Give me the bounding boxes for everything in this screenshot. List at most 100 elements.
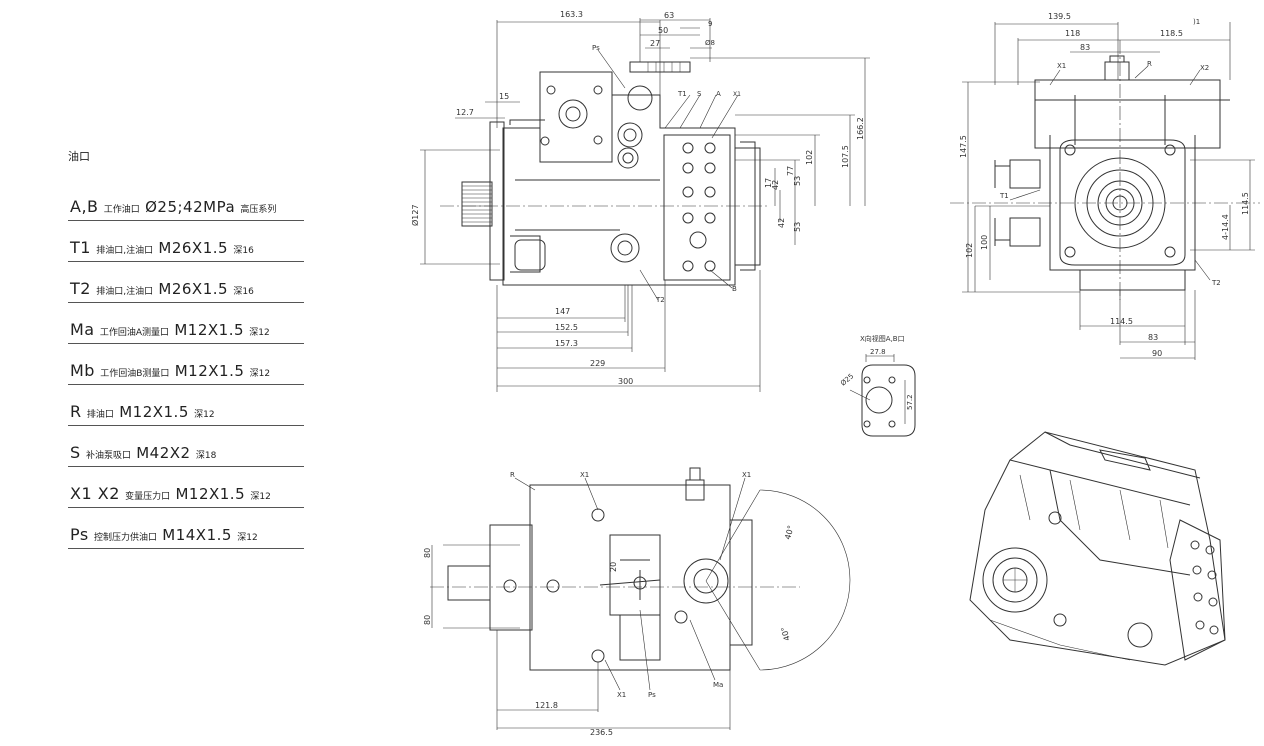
svg-text:114.5: 114.5 (1110, 317, 1133, 326)
legend-row: A,B 工作油口 Ø25;42MPa 高压系列 (68, 180, 304, 221)
svg-text:20: 20 (609, 562, 618, 572)
port-desc: 变量压力口 (125, 492, 171, 502)
svg-text:X1: X1 (1057, 62, 1066, 70)
legend-row-text: Ma 工作回油A测量口 M12X1.5 深12 (70, 320, 270, 339)
port-note: 深12 (249, 369, 271, 379)
svg-text:118: 118 (1065, 29, 1080, 38)
port-desc: 工作回油A测量口 (99, 328, 170, 338)
port-code: T1 (70, 238, 91, 257)
port-desc: 排油口 (86, 410, 114, 420)
legend-row: T1 排油口,注油口 M26X1.5 深16 (68, 221, 304, 262)
legend-row-text: T1 排油口,注油口 M26X1.5 深16 (70, 238, 254, 257)
legend-row-text: T2 排油口,注油口 M26X1.5 深16 (70, 279, 254, 298)
port-note: 深12 (194, 410, 215, 420)
svg-text:53: 53 (793, 222, 802, 232)
port-code: A,B (70, 197, 99, 216)
svg-text:83: 83 (1148, 333, 1158, 342)
svg-text:90: 90 (1152, 349, 1162, 358)
port-desc: 排油口,注油口 (96, 246, 154, 256)
svg-text:X1: X1 (742, 471, 751, 479)
svg-text:27.8: 27.8 (870, 348, 886, 356)
port-legend: 油口 A,B 工作油口 Ø25;42MPa 高压系列 T1 排油口,注油口 M26… (68, 148, 304, 549)
front-view: 163.3 63 50 27 9 Ø8 15 12.7 Ps T1 S A X1… (410, 10, 870, 392)
svg-text:27: 27 (650, 39, 660, 48)
legend-row-text: A,B 工作油口 Ø25;42MPa 高压系列 (70, 197, 276, 216)
legend-row-text: S 补油泵吸口 M42X2 深18 (70, 443, 216, 462)
svg-text:80: 80 (423, 548, 432, 558)
svg-text:Ps: Ps (592, 44, 600, 52)
svg-text:T2: T2 (1211, 279, 1221, 287)
port-spec: M12X1.5 (174, 362, 245, 380)
svg-text:40°: 40° (780, 626, 792, 642)
port-spec: M12X1.5 (175, 485, 246, 503)
port-note: 深12 (237, 533, 258, 543)
legend-row-text: Ps 控制压力供油口 M14X1.5 深12 (70, 525, 258, 544)
svg-text:83: 83 (1080, 43, 1090, 52)
legend-row-text: Mb 工作回油B测量口 M12X1.5 深12 (70, 361, 270, 380)
svg-text:107.5: 107.5 (841, 145, 850, 168)
svg-text:147: 147 (555, 307, 570, 316)
port-code: T2 (70, 279, 91, 298)
legend-row: T2 排油口,注油口 M26X1.5 深16 (68, 262, 304, 303)
svg-text:236.5: 236.5 (590, 728, 613, 737)
port-note: 深16 (233, 246, 254, 256)
svg-text:4-14.4: 4-14.4 (1221, 214, 1230, 240)
svg-text:Ps: Ps (648, 691, 656, 699)
svg-text:229: 229 (590, 359, 605, 368)
svg-text:77: 77 (786, 166, 795, 176)
port-spec: M12X1.5 (119, 403, 189, 421)
svg-text:50: 50 (658, 26, 668, 35)
svg-text:Ø8: Ø8 (705, 39, 715, 47)
legend-row: Ma 工作回油A测量口 M12X1.5 深12 (68, 303, 304, 344)
svg-text:)1: )1 (1193, 18, 1200, 26)
bottom-view: R X1 X1 X1 Ps Ma 121.8 236.5 80 80 20 40… (423, 467, 851, 737)
svg-text:X2: X2 (1200, 64, 1209, 72)
svg-text:X1: X1 (580, 471, 589, 479)
isometric-view (969, 431, 1226, 666)
svg-text:X1: X1 (617, 691, 626, 699)
svg-text:152.5: 152.5 (555, 323, 578, 332)
svg-text:40°: 40° (783, 524, 795, 540)
port-code: S (70, 443, 81, 462)
svg-text:53: 53 (793, 176, 802, 186)
port-spec: M14X1.5 (162, 526, 232, 544)
svg-text:102: 102 (965, 243, 974, 258)
svg-text:166.2: 166.2 (856, 117, 865, 140)
port-note: 深18 (195, 451, 217, 461)
port-code: X1 X2 (70, 484, 120, 503)
svg-text:15: 15 (499, 92, 509, 101)
svg-text:300: 300 (618, 377, 633, 386)
legend-header: 油口 (68, 150, 90, 163)
svg-text:42: 42 (771, 180, 780, 190)
svg-text:114.5: 114.5 (1241, 192, 1250, 215)
port-spec: M12X1.5 (174, 321, 245, 339)
svg-text:102: 102 (805, 150, 814, 165)
port-spec: M42X2 (136, 444, 191, 462)
port-code: Ps (70, 525, 89, 544)
port-desc: 补油泵吸口 (85, 451, 131, 461)
legend-row: Mb 工作回油B测量口 M12X1.5 深12 (68, 344, 304, 385)
svg-text:Ma: Ma (713, 681, 723, 689)
svg-text:100: 100 (980, 235, 989, 250)
legend-row: X1 X2 变量压力口 M12X1.5 深12 (68, 467, 304, 508)
svg-text:12.7: 12.7 (456, 108, 474, 117)
port-spec: Ø25;42MPa (145, 198, 236, 216)
svg-text:B: B (732, 285, 737, 293)
svg-text:T2: T2 (655, 296, 665, 304)
svg-text:9: 9 (708, 20, 712, 28)
port-code: R (70, 402, 82, 421)
port-note: 深12 (249, 328, 270, 338)
svg-text:80: 80 (423, 615, 432, 625)
svg-text:T1: T1 (677, 90, 687, 98)
svg-text:157.3: 157.3 (555, 339, 578, 348)
port-note: 高压系列 (240, 205, 277, 215)
port-desc: 工作回油B测量口 (100, 369, 170, 379)
svg-text:17: 17 (764, 178, 773, 188)
port-desc: 排油口,注油口 (96, 287, 154, 297)
svg-text:T1: T1 (999, 192, 1009, 200)
legend-row-text: R 排油口 M12X1.5 深12 (70, 402, 215, 421)
legend-row: R 排油口 M12X1.5 深12 (68, 385, 304, 426)
flange-detail: X向视图A,B口 27.8 57.2 Ø25 (839, 334, 916, 437)
svg-text:57.2: 57.2 (906, 394, 914, 410)
